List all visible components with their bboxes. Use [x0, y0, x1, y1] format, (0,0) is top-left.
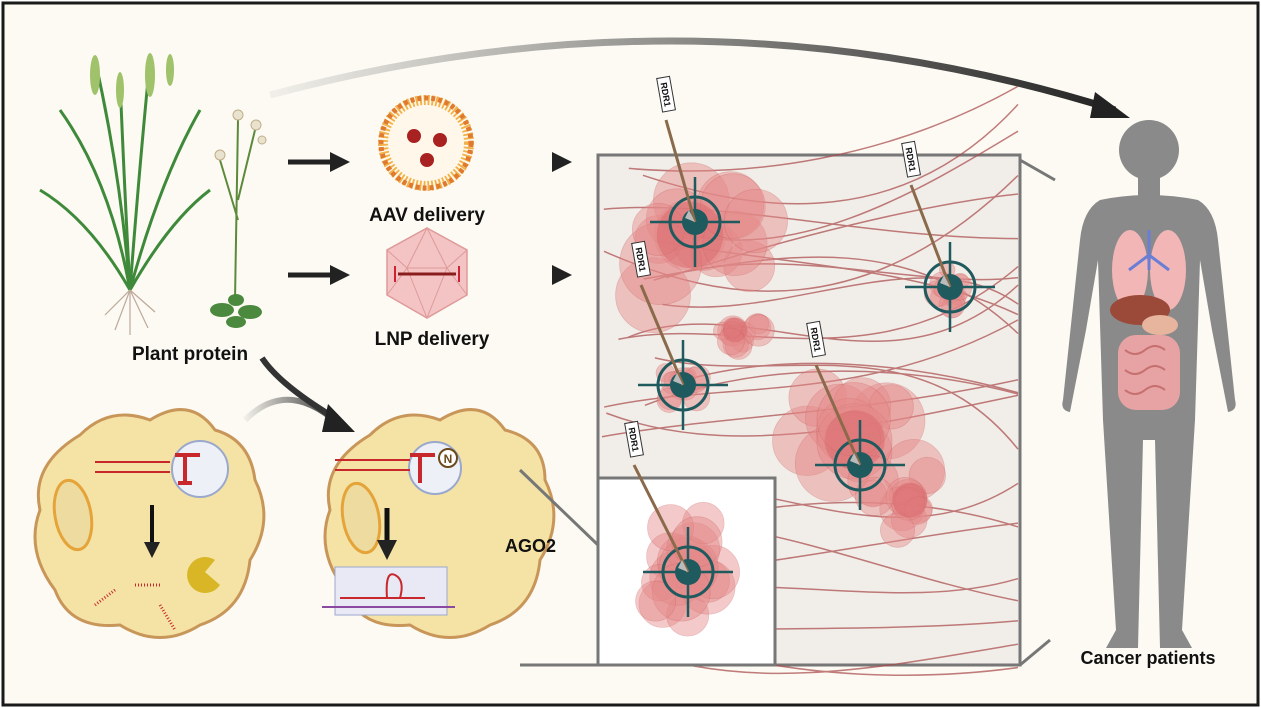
cancer-patients-label: Cancer patients [1080, 648, 1215, 668]
lnp-delivery-label: LNP delivery [375, 329, 490, 350]
patient-callout-lines [1019, 158, 1056, 667]
top-curved-arrow [269, 37, 1117, 114]
rdr1-syringe: RDR1 [901, 140, 952, 288]
n-methylation-mark: N [444, 452, 453, 466]
rdr1-syringe: RDR1 [806, 320, 862, 466]
ago2-label: AGO2 [505, 536, 556, 556]
arabidopsis-plant-illustration [210, 109, 267, 328]
rdr1-syringe: RDR1 [631, 240, 685, 386]
top-arrow-head [1090, 92, 1130, 118]
cell-ago2-cleavage: N [322, 408, 556, 639]
lnp-capsid-icon [386, 226, 468, 320]
human-patient-silhouette [1062, 120, 1236, 648]
cell-degradation [33, 408, 266, 639]
zoom-callout-lines [518, 468, 600, 667]
internal-organs-icon [1110, 230, 1186, 410]
rdr1-label: RDR1 [659, 82, 673, 108]
grass-plant-illustration [39, 53, 211, 335]
aav-liposome-icon [378, 95, 474, 191]
rdr1-label: RDR1 [627, 427, 641, 453]
rdr1-syringe: RDR1 [656, 75, 697, 223]
rdr1-label: RDR1 [809, 327, 823, 353]
rdr1-label: RDR1 [904, 147, 918, 173]
plant-protein-label: Plant protein [132, 344, 248, 365]
aav-delivery-label: AAV delivery [369, 205, 485, 226]
rdr1-syringe: RDR1 [624, 420, 690, 573]
rdr1-label: RDR1 [634, 247, 648, 273]
